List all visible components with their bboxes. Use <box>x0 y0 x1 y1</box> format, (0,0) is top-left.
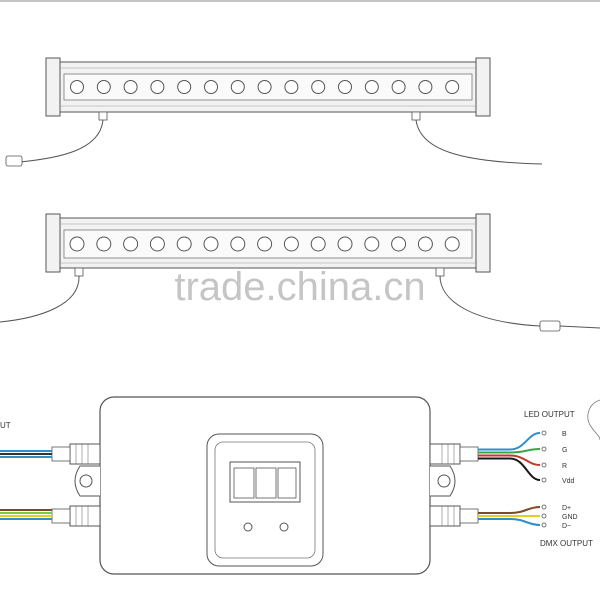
dmx-output-wires: D+ GND D− <box>478 504 578 530</box>
mount-hole-left <box>79 474 93 488</box>
input-label: UT <box>0 421 11 430</box>
led-output-label: LED OUTPUT <box>524 410 575 419</box>
bar-2-led-15 <box>444 236 460 252</box>
bar-1-led-14 <box>418 80 433 94</box>
bar-2-cable-left <box>0 275 80 323</box>
bar-2-led-6 <box>203 236 219 252</box>
bar-1-led-15 <box>445 80 460 94</box>
bar-1-led-row <box>70 80 460 94</box>
digit-cell-2 <box>255 467 277 499</box>
dmx-output-pin-label-3: D− <box>562 523 571 530</box>
dmx-output-gland <box>429 505 479 527</box>
bar-2-led-3 <box>123 236 139 252</box>
bar-1-led-10 <box>311 80 326 94</box>
watermark: trade.china.cn <box>174 265 425 309</box>
bar-2-led-5 <box>176 236 192 252</box>
bar-1-connector-left <box>5 155 23 167</box>
bar-1-led-11 <box>338 80 352 94</box>
bar-1-end-cap-left <box>45 57 61 117</box>
bar-2-led-11 <box>337 236 353 252</box>
dmx-output-pin-label-2: GND <box>562 514 578 521</box>
bar-1-led-6 <box>204 80 218 94</box>
bar-2-led-13 <box>391 236 407 252</box>
led-output-gland <box>429 443 479 465</box>
control-button-right <box>279 522 289 532</box>
led-output-wires: B G R Vdd <box>478 430 575 485</box>
bar-1-led-3 <box>123 80 138 94</box>
bar-1-led-13 <box>391 80 406 94</box>
bar-1-end-cap-right <box>475 57 491 117</box>
led-output-pin-label-4: Vdd <box>562 478 575 485</box>
bar-1-led-9 <box>284 80 299 94</box>
led-output-pin-label-1: B <box>562 431 567 438</box>
bar-2-led-4 <box>149 236 165 252</box>
led-output-terminal-1 <box>541 430 547 436</box>
bar-1-cable-right <box>415 119 543 165</box>
input-gland-top <box>51 443 101 465</box>
led-output-terminal-2 <box>541 446 547 452</box>
led-output-wire-b <box>478 432 541 451</box>
bar-1-cable-left <box>19 119 104 163</box>
dmx-output-terminal-2 <box>541 513 547 519</box>
bar-2-cable-gland-left <box>74 267 84 277</box>
bar-1-led-5 <box>177 80 192 94</box>
led-light-bar-2 <box>0 213 600 332</box>
led-output-wire-g <box>478 448 541 454</box>
bar-1-cable-gland-left <box>98 111 108 121</box>
bar-2-led-row <box>69 236 460 252</box>
bar-1-led-4 <box>150 80 165 94</box>
bar-2-led-10 <box>310 236 326 252</box>
bar-1-led-7 <box>230 80 245 94</box>
input-wires-top <box>0 450 52 458</box>
led-output-wire-vdd <box>478 457 541 481</box>
dmx-output-terminal-3 <box>541 522 547 528</box>
dmx-output-label: DMX OUTPUT <box>540 539 593 548</box>
bar-2-led-8 <box>257 236 273 252</box>
bar-2-cable-gland-right <box>435 267 445 277</box>
dmx-output-wire-d+ <box>478 506 541 514</box>
led-output-pin-label-3: R <box>562 463 567 470</box>
digit-cell-3 <box>277 467 297 499</box>
led-output-terminal-3 <box>541 462 547 468</box>
bar-1-led-1 <box>70 80 84 94</box>
led-output-terminal-4 <box>541 477 547 483</box>
led-output-pin-label-2: G <box>562 447 567 454</box>
bar-2-cable-right <box>439 275 541 327</box>
dmx-output-terminal-1 <box>541 504 547 510</box>
bar-1-led-2 <box>96 80 111 94</box>
bar-2-end-cap-right <box>475 213 491 273</box>
bar-2-end-cap-left <box>45 213 61 273</box>
led-light-bar-1 <box>5 57 543 167</box>
bar-2-led-9 <box>283 236 299 252</box>
bar-1-led-12 <box>364 80 379 94</box>
bar-2-connector-right <box>539 320 561 332</box>
dmx-controller: B G R Vdd D+ GND D− <box>0 396 578 575</box>
control-button-left <box>243 522 253 532</box>
bar-2-led-12 <box>364 236 380 252</box>
bar-2-led-14 <box>417 236 433 252</box>
input-wires-bottom <box>0 509 52 520</box>
led-output-wire-r <box>478 454 541 466</box>
bar-2-led-2 <box>96 236 112 252</box>
dmx-output-pin-label-1: D+ <box>562 505 571 512</box>
side-cable-fragment <box>587 399 600 441</box>
bar-1-cable-gland-right <box>411 111 421 121</box>
mount-hole-right <box>437 474 451 488</box>
bar-1-led-8 <box>257 80 272 94</box>
bar-2-led-1 <box>69 236 85 252</box>
input-gland-bottom <box>51 505 101 527</box>
bar-2-led-7 <box>230 236 246 252</box>
digit-cell-1 <box>233 467 255 499</box>
dmx-output-wire-d− <box>478 518 541 526</box>
bar-2-cable-tail-right <box>559 325 600 329</box>
